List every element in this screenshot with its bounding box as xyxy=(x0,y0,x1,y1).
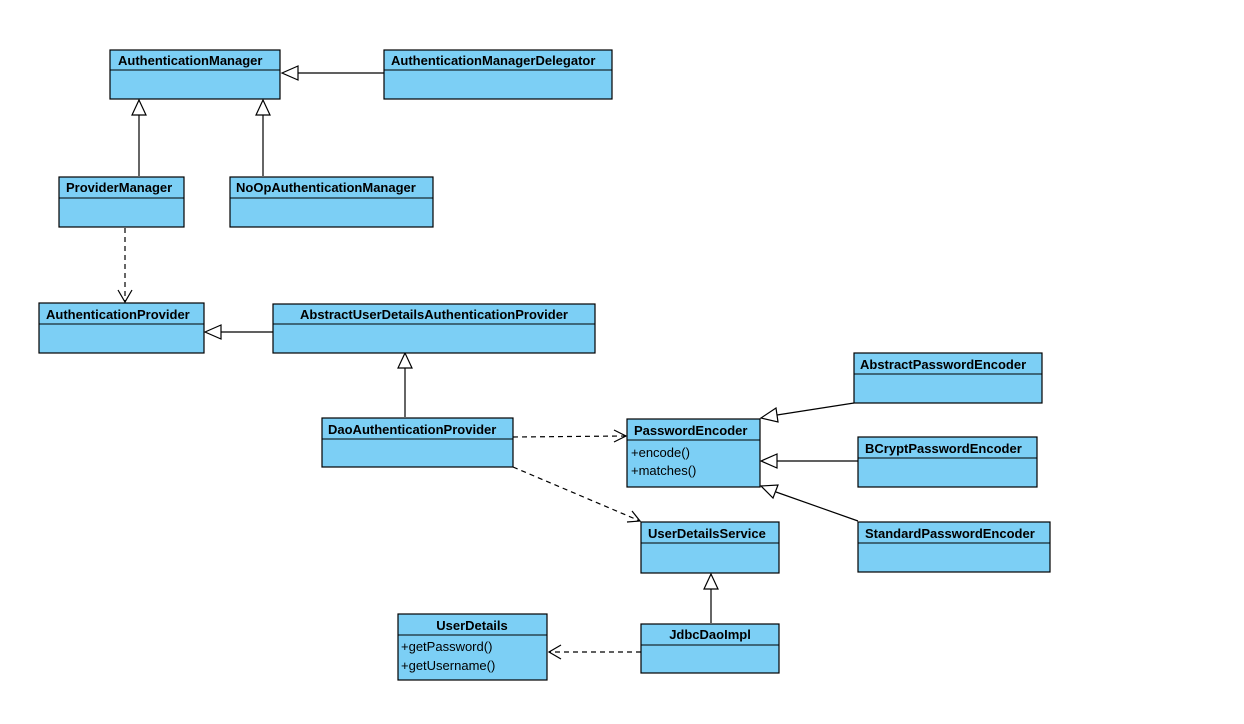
edge-dao-to-user-details-service xyxy=(512,466,642,523)
edge-abstract-password-encoder-to-password-encoder xyxy=(759,402,855,423)
class-user-details[interactable]: UserDetails +getPassword() +getUsername(… xyxy=(397,613,548,681)
edge-dao-to-password-encoder xyxy=(512,429,628,443)
class-jdbc-dao-impl[interactable]: JdbcDaoImpl xyxy=(640,623,780,674)
class-dao-authentication-provider[interactable]: DaoAuthenticationProvider xyxy=(321,417,514,468)
edge-dao-to-abstract-user-details xyxy=(397,351,413,417)
class-name: NoOpAuthenticationManager xyxy=(236,180,416,195)
relations xyxy=(117,65,859,660)
class-name: BCryptPasswordEncoder xyxy=(865,441,1022,456)
class-name: AbstractPasswordEncoder xyxy=(860,357,1026,372)
class-name: AuthenticationProvider xyxy=(46,307,190,322)
class-authentication-manager-delegator[interactable]: AuthenticationManagerDelegator xyxy=(383,49,613,100)
class-name: PasswordEncoder xyxy=(634,423,747,438)
class-user-details-service[interactable]: UserDetailsService xyxy=(640,521,780,574)
class-name: AuthenticationManagerDelegator xyxy=(391,53,595,68)
edge-abstract-user-details-to-authentication-provider xyxy=(203,324,273,340)
edge-delegator-to-authentication-manager xyxy=(280,65,384,81)
class-name: AbstractUserDetailsAuthenticationProvide… xyxy=(300,307,568,322)
class-password-encoder[interactable]: PasswordEncoder +encode() +matches() xyxy=(626,418,761,488)
edge-standard-to-password-encoder xyxy=(759,484,859,522)
class-bcrypt-password-encoder[interactable]: BCryptPasswordEncoder xyxy=(857,436,1038,488)
operation-matches: +matches() xyxy=(631,463,696,478)
operation-get-username: +getUsername() xyxy=(401,658,495,673)
class-name: UserDetails xyxy=(436,618,508,633)
class-name: ProviderManager xyxy=(66,180,172,195)
class-abstract-user-details-authentication-provider[interactable]: AbstractUserDetailsAuthenticationProvide… xyxy=(272,303,596,354)
class-name: StandardPasswordEncoder xyxy=(865,526,1035,541)
class-standard-password-encoder[interactable]: StandardPasswordEncoder xyxy=(857,521,1051,573)
edge-bcrypt-to-password-encoder xyxy=(759,453,858,469)
class-noop-authentication-manager[interactable]: NoOpAuthenticationManager xyxy=(229,176,434,228)
class-authentication-manager[interactable]: AuthenticationManager xyxy=(109,49,281,100)
class-name: JdbcDaoImpl xyxy=(669,627,751,642)
edge-jdbc-to-user-details-service xyxy=(703,572,719,623)
operation-encode: +encode() xyxy=(631,445,690,460)
class-name: AuthenticationManager xyxy=(118,53,262,68)
class-provider-manager[interactable]: ProviderManager xyxy=(58,176,185,228)
edge-noop-to-authentication-manager xyxy=(255,98,271,176)
operation-get-password: +getPassword() xyxy=(401,639,492,654)
edge-jdbc-to-user-details xyxy=(547,644,641,660)
class-name: UserDetailsService xyxy=(648,526,766,541)
class-name: DaoAuthenticationProvider xyxy=(328,422,496,437)
edge-provider-manager-to-authentication-provider xyxy=(117,228,133,304)
class-abstract-password-encoder[interactable]: AbstractPasswordEncoder xyxy=(853,352,1043,404)
class-authentication-provider[interactable]: AuthenticationProvider xyxy=(38,302,205,354)
edge-provider-manager-to-authentication-manager xyxy=(131,98,147,176)
